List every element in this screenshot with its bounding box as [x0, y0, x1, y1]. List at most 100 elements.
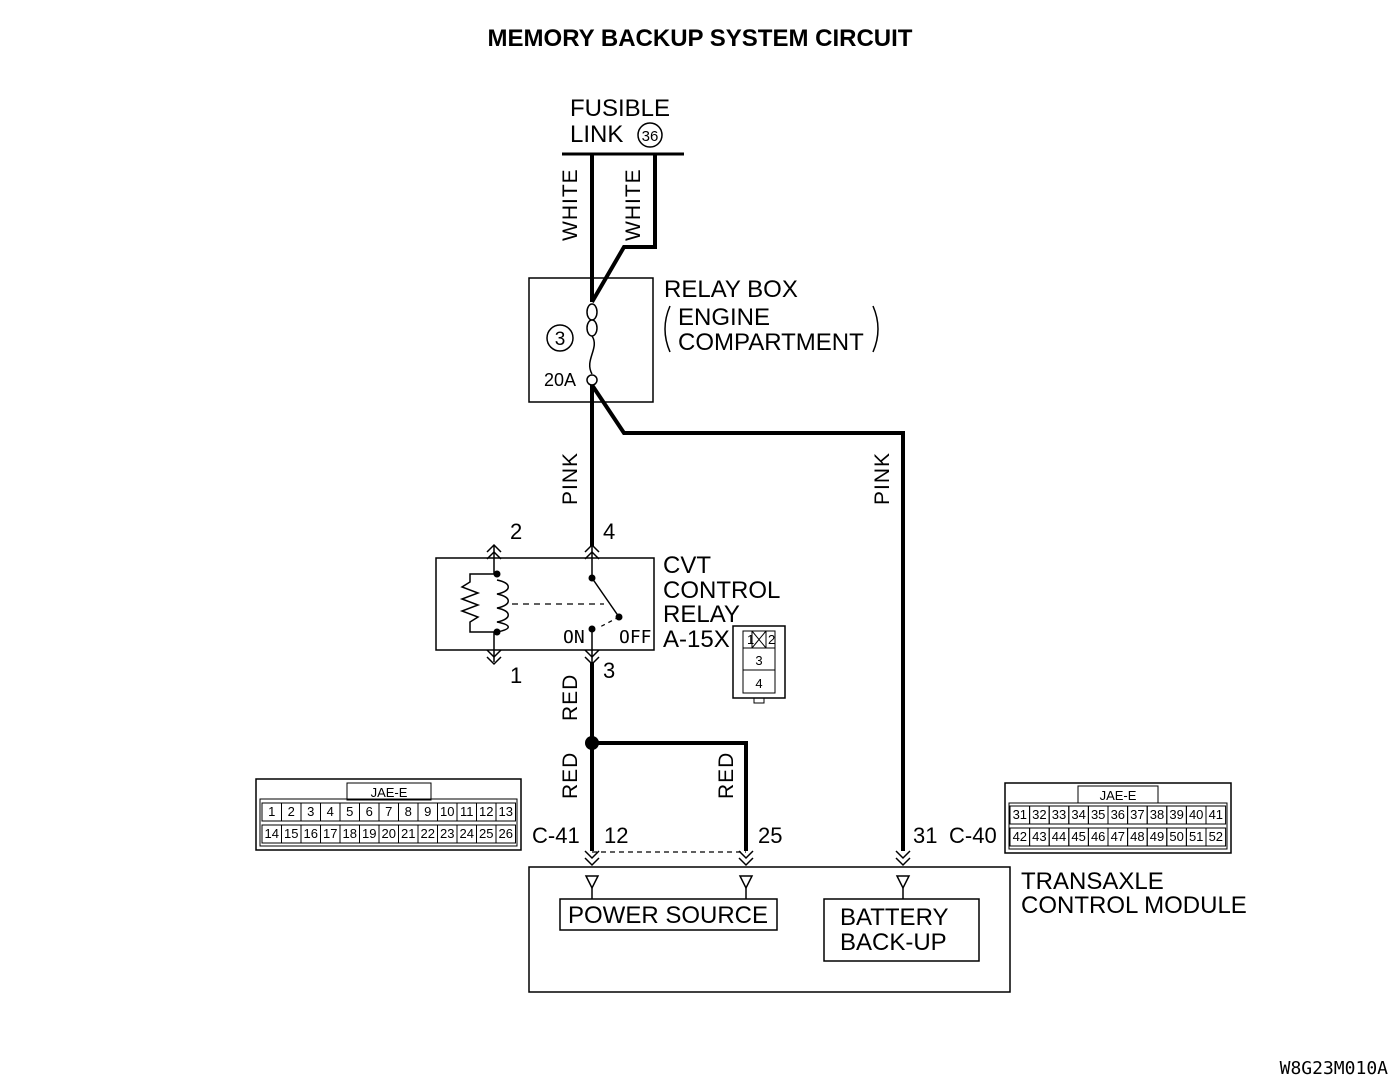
- connector-pin-label: 46: [1091, 829, 1105, 844]
- power-source-box: [559, 898, 778, 931]
- terminal-marker-2: [486, 543, 502, 553]
- terminal-marker-25: [738, 857, 754, 867]
- connector-pin-label: 5: [346, 804, 353, 819]
- relay-box-fuse-terminal: [586, 374, 598, 386]
- connector-pin-label: 9: [424, 804, 431, 819]
- wire-white-right: [590, 154, 657, 304]
- relay-box-label-line2: ENGINE: [678, 304, 770, 331]
- relay-box-label-line1: RELAY BOX: [664, 276, 798, 303]
- connector-pin-label: 35: [1091, 807, 1105, 822]
- fusible-link-label-line2: LINK: [570, 121, 623, 148]
- relay-pin-2: 2: [510, 519, 522, 544]
- connector-pin-label: 45: [1071, 829, 1085, 844]
- cvt-relay-label-line2: CONTROL: [663, 577, 780, 604]
- relay-pin-4: 4: [603, 519, 615, 544]
- terminal-marker-2: [486, 550, 502, 560]
- connector-pin-label: 6: [366, 804, 373, 819]
- tcm-label-line2: CONTROL MODULE: [1021, 892, 1247, 919]
- tcm-box: [528, 866, 1011, 993]
- connector-pin-label: 2: [288, 804, 295, 819]
- power-source-label: POWER SOURCE: [568, 902, 768, 929]
- battery-backup-label-line2: BACK-UP: [840, 929, 947, 956]
- connector-pin-label: 33: [1052, 807, 1066, 822]
- connector-pin-label: 36: [1111, 807, 1125, 822]
- wire-splice-point: [585, 736, 599, 750]
- relay-box-fuse-terminal: [586, 303, 598, 321]
- connector-pin-label: 52: [1209, 829, 1223, 844]
- relay-pin-3: 3: [603, 658, 615, 683]
- connector-pin-label: 43: [1032, 829, 1046, 844]
- relay-box-fuse-terminal: [586, 319, 598, 337]
- terminal-marker-4: [584, 550, 600, 560]
- connector-pin-cell: [495, 802, 516, 822]
- connector-pin-label: 15: [284, 826, 298, 841]
- tcm-input-arrow: [895, 875, 911, 890]
- connector-pin-label: 7: [385, 804, 392, 819]
- wire-label-pink-right: PINK: [871, 452, 894, 505]
- terminal-marker-1: [486, 649, 502, 659]
- connector-pin-label: 51: [1189, 829, 1203, 844]
- connector-pin-label: 34: [1071, 807, 1085, 822]
- connector-pin-label: 38: [1150, 807, 1164, 822]
- wire-label-red-upper: RED: [559, 674, 582, 721]
- cvt-relay-connector-id: A-15X: [663, 626, 730, 653]
- connector-pin-label: 50: [1169, 829, 1183, 844]
- relay-box-label-line3: COMPARTMENT: [678, 329, 864, 356]
- connector-c40-header: JAE-E: [1100, 788, 1137, 803]
- connector-pin-label: 23: [440, 826, 454, 841]
- connector-pin-cell: [1205, 805, 1227, 825]
- terminal-marker-3: [584, 649, 600, 659]
- wire-label-pink-left: PINK: [559, 452, 582, 505]
- fuse-rating: 20A: [544, 370, 576, 390]
- connector-pin-label: 39: [1169, 807, 1183, 822]
- connector-pin-label: 24: [460, 826, 474, 841]
- terminal-marker-12: [584, 857, 600, 867]
- connector-pin-label: 1: [268, 804, 275, 819]
- connector-pin-label: 44: [1052, 829, 1066, 844]
- connector-pin-label: 21: [401, 826, 415, 841]
- relay-connector-cell: 2: [768, 632, 775, 647]
- connector-pin-label: 40: [1189, 807, 1203, 822]
- relay-connector-cell: 4: [755, 676, 762, 691]
- connector-pin-label: 49: [1150, 829, 1164, 844]
- tcm-input-arrow: [584, 875, 600, 890]
- cvt-relay-box: [435, 557, 655, 651]
- connector-pin-label: 32: [1032, 807, 1046, 822]
- connector-pin-label: 12: [479, 804, 493, 819]
- connector-pin-label: 22: [421, 826, 435, 841]
- terminal-marker-31: [895, 857, 911, 867]
- tcm-input-arrow: [738, 875, 754, 890]
- connector-pin-label: 11: [460, 804, 474, 819]
- terminal-marker-12: [584, 850, 600, 860]
- connector-pin-label: 3: [307, 804, 314, 819]
- wire-label-red-right: RED: [715, 752, 738, 799]
- connector-pin-label: 26: [499, 826, 513, 841]
- connector-pin-label: 4: [327, 804, 334, 819]
- connector-pin-cell: [495, 824, 516, 844]
- connector-pin-label: 31: [1013, 807, 1027, 822]
- wire-label-white-left: WHITE: [559, 168, 582, 241]
- connector-pin-cell: [1205, 827, 1227, 847]
- connector-pin-label: 14: [265, 826, 279, 841]
- connector-pin-label: 10: [440, 804, 454, 819]
- terminal-marker-4: [584, 543, 600, 553]
- relay-off-path: [597, 616, 620, 629]
- relay-box-paren-left: [664, 305, 671, 353]
- wire-label-white-right: WHITE: [622, 168, 645, 241]
- relay-resistor-icon: [459, 573, 497, 633]
- relay-off-label: OFF: [619, 627, 652, 648]
- relay-pin-1: 1: [510, 663, 522, 688]
- fuse-number-circle: [546, 324, 574, 352]
- connector-c41-label: C-41: [532, 823, 580, 848]
- fusible-link-label-line1: FUSIBLE: [570, 95, 670, 122]
- connector-pin-label: 13: [499, 804, 513, 819]
- wire-label-red-lower: RED: [559, 752, 582, 799]
- terminal-marker-25: [738, 850, 754, 860]
- connector-pin-label: 19: [362, 826, 376, 841]
- cvt-relay-label-line1: CVT: [663, 552, 711, 579]
- connector-pin-label: 16: [304, 826, 318, 841]
- connector-c40-label: C-40: [949, 823, 997, 848]
